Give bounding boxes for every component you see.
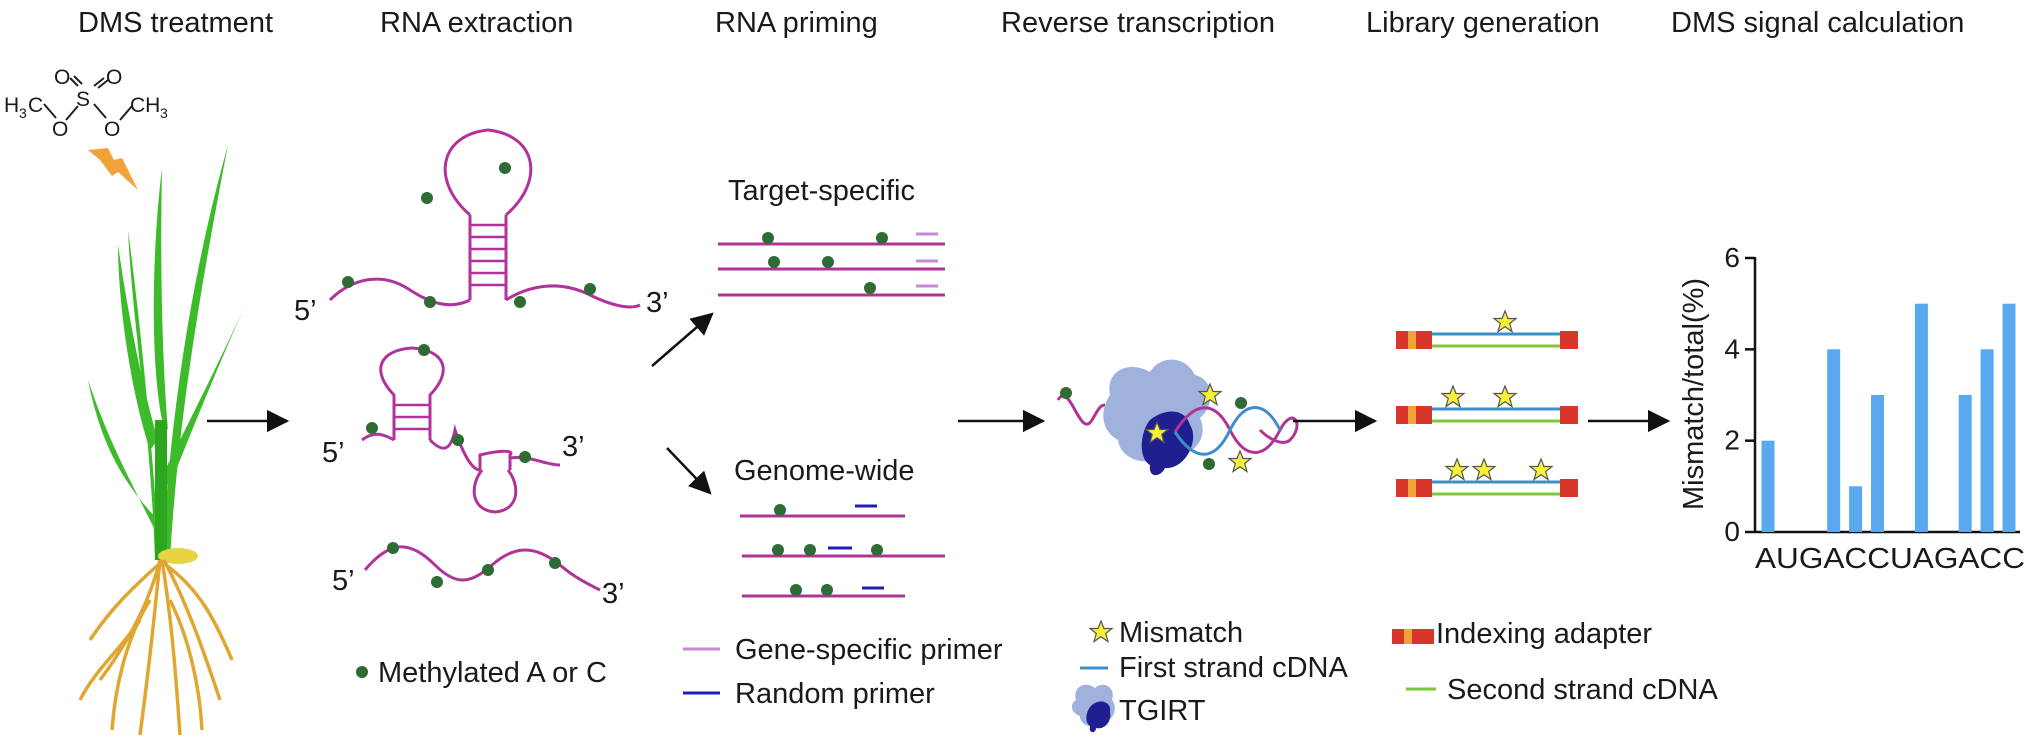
rna-molecule-1: 5’ 3’ bbox=[294, 128, 669, 327]
dms-signal-bar-chart: 0 2 4 6 AUGACCUAGACC Mismatch/total(%) bbox=[1678, 242, 2025, 575]
svg-text:3: 3 bbox=[160, 105, 168, 121]
lightning-icon bbox=[88, 148, 138, 190]
header-dms-treatment: DMS treatment bbox=[78, 7, 273, 39]
reverse-transcription-illustration bbox=[1056, 359, 1299, 476]
y-tick-label: 0 bbox=[1724, 516, 1740, 547]
header-rna-extraction: RNA extraction bbox=[380, 7, 573, 39]
legend-indexing-adapter: Indexing adapter bbox=[1436, 618, 1652, 650]
svg-text:3’: 3’ bbox=[602, 578, 625, 610]
svg-text:O: O bbox=[106, 66, 122, 89]
y-tick-label: 2 bbox=[1724, 425, 1740, 456]
legend-second-strand: Second strand cDNA bbox=[1447, 674, 1718, 706]
legend-mismatch: Mismatch bbox=[1119, 617, 1243, 649]
bar-9-A bbox=[1958, 395, 1972, 532]
header-reverse-transcription: Reverse transcription bbox=[1001, 7, 1275, 39]
target-specific-reads bbox=[718, 232, 945, 297]
mismatch-star-icon bbox=[1089, 620, 1113, 643]
bar-4-C bbox=[1849, 486, 1863, 532]
label-genome-wide: Genome-wide bbox=[734, 455, 915, 487]
svg-text:CH: CH bbox=[130, 94, 160, 117]
svg-text:C: C bbox=[28, 94, 43, 117]
svg-text:5’: 5’ bbox=[322, 437, 345, 469]
bar-3-A bbox=[1827, 349, 1841, 532]
methylated-dot-icon bbox=[356, 666, 368, 678]
svg-text:O: O bbox=[54, 66, 70, 89]
legend-methylated: Methylated A or C bbox=[378, 657, 607, 689]
plant-illustration bbox=[78, 145, 252, 736]
svg-text:O: O bbox=[52, 118, 68, 141]
tgirt-icon bbox=[1071, 684, 1115, 733]
svg-text:3’: 3’ bbox=[562, 431, 585, 463]
bar-10-C bbox=[1980, 349, 1994, 532]
header-library-generation: Library generation bbox=[1366, 7, 1600, 39]
three-prime-label: 3’ bbox=[646, 287, 669, 319]
header-rna-priming: RNA priming bbox=[715, 7, 878, 39]
five-prime-label: 5’ bbox=[294, 295, 317, 327]
dms-structure: H 3 C O S O O O CH 3 bbox=[4, 66, 168, 141]
svg-text:5’: 5’ bbox=[332, 565, 355, 597]
y-axis-label: Mismatch/total(%) bbox=[1678, 278, 1710, 510]
header-dms-signal-calculation: DMS signal calculation bbox=[1671, 7, 1964, 39]
bar-7-A bbox=[1914, 303, 1928, 532]
svg-text:H: H bbox=[4, 94, 19, 117]
y-tick-label: 4 bbox=[1724, 333, 1740, 364]
bar-0-A bbox=[1761, 440, 1775, 532]
svg-text:O: O bbox=[104, 118, 120, 141]
x-tick-labels: AUGACCUAGACC bbox=[1755, 543, 2025, 575]
rna-molecule-2: 5’ 3’ bbox=[322, 344, 585, 514]
svg-text:3: 3 bbox=[19, 105, 27, 121]
bar-5-C bbox=[1871, 395, 1884, 532]
legend-first-strand: First strand cDNA bbox=[1119, 652, 1348, 684]
svg-text:S: S bbox=[76, 88, 90, 111]
label-target-specific: Target-specific bbox=[728, 175, 915, 207]
genome-wide-reads bbox=[740, 504, 945, 598]
y-tick-label: 6 bbox=[1724, 242, 1740, 273]
rna-molecule-3: 5’ 3’ bbox=[332, 542, 625, 610]
legend-gene-specific-primer: Gene-specific primer bbox=[735, 634, 1003, 666]
indexing-adapter-swatch bbox=[1392, 629, 1434, 644]
legend-tgirt: TGIRT bbox=[1119, 695, 1206, 727]
library-constructs bbox=[1396, 310, 1578, 497]
bar-11-C bbox=[2002, 303, 2016, 532]
legend-random-primer: Random primer bbox=[735, 678, 935, 710]
